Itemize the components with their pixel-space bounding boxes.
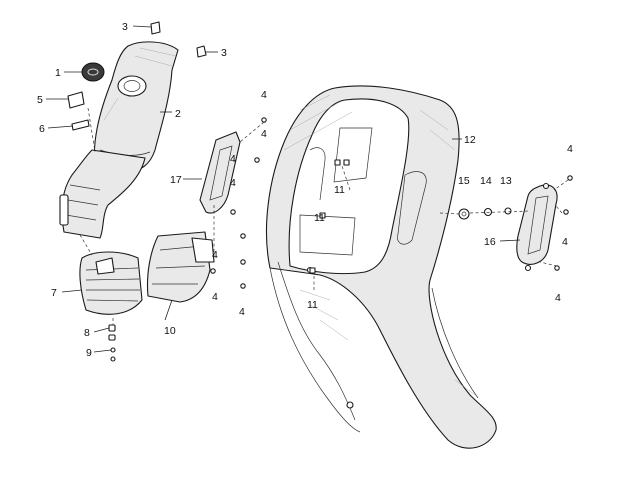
part-5-bracket [67,91,85,109]
part-3-clip [196,45,207,58]
callout-15: 15 [458,175,470,187]
part-13-screw [504,207,512,215]
callout-13: 13 [500,175,512,187]
callout-9: 9 [86,347,92,359]
callout-12: 12 [464,134,476,146]
part-9-screw [110,356,116,362]
part-8-grommet [108,324,116,332]
callout-4: 4 [230,177,236,189]
callout-4: 4 [230,153,236,165]
part-6-duct [59,149,146,239]
callout-1: 1 [55,67,61,79]
callout-5: 5 [37,94,43,106]
part-6-clip [71,119,90,131]
callout-11: 11 [334,184,345,196]
part-9-screw [110,347,116,353]
callout-4: 4 [567,143,573,155]
callout-10: 10 [164,325,176,337]
callout-16: 16 [484,236,496,248]
callout-4: 4 [555,292,561,304]
hardware [67,21,573,362]
part-2-inner-cover [93,41,179,171]
callout-7: 7 [51,287,57,299]
callout-11: 11 [307,299,318,311]
part-14-nut [483,207,493,217]
part-17-side-panel [199,131,241,214]
callout-8: 8 [84,327,90,339]
callout-3: 3 [221,47,227,59]
leader-lines [46,25,569,353]
callout-17: 17 [170,174,182,186]
callout-11: 11 [314,212,325,224]
callout-4: 4 [212,249,218,261]
callout-labels: 1 2 3 3 4 4 4 4 4 4 4 4 4 4 5 6 7 8 9 10… [37,21,573,359]
callout-4: 4 [261,128,267,140]
part-16-side-cover [516,182,558,272]
part-15-washer [458,208,470,220]
callout-3: 3 [122,21,128,33]
callout-4: 4 [239,306,245,318]
part-1-badge [81,62,105,82]
callout-4: 4 [261,89,267,101]
callout-4: 4 [562,236,568,248]
callout-2: 2 [175,108,181,120]
part-8-grommet [108,334,116,341]
part-10-bracket [146,231,215,303]
callout-6: 6 [39,123,45,135]
part-7-grille [79,251,143,315]
part-3-clip [150,21,161,35]
callout-4: 4 [212,291,218,303]
callout-14: 14 [480,175,492,187]
part-12-front-shield [266,85,497,449]
